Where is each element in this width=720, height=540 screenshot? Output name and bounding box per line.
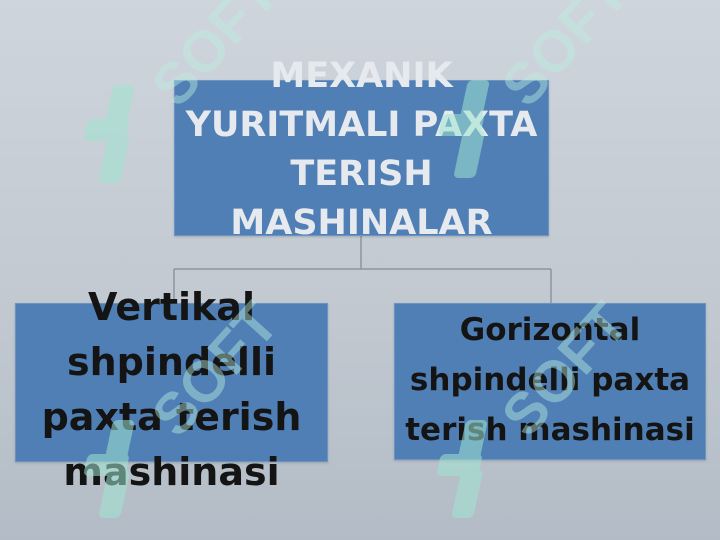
right-child-node-label: Gorizontal shpindelli paxta terish mashi… <box>405 312 695 448</box>
left-child-node-label: Vertikal shpindelli paxta terish mashina… <box>41 285 302 494</box>
right-child-node-box <box>394 303 706 460</box>
root-node-label: MEXANIK YURITMALI PAXTA TERISH MASHINALA… <box>185 56 538 243</box>
left-child-node-box <box>15 303 328 462</box>
